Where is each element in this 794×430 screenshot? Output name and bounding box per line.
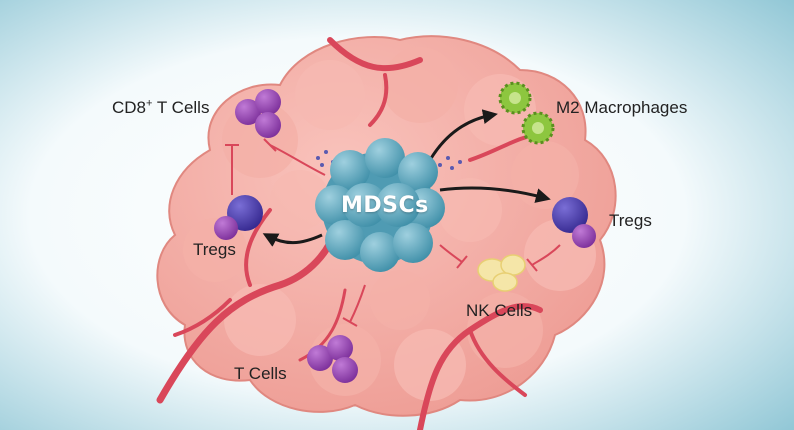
m2-macrophages	[498, 81, 555, 145]
arrow-to-m2-macrophages	[428, 109, 498, 161]
tregs-right-label: Tregs	[609, 211, 652, 230]
cd8-superscript: +	[146, 97, 153, 110]
arrow-to-tregs-right	[439, 186, 551, 203]
t-cells-label: T Cells	[234, 364, 287, 383]
m2-macrophages-label: M2 Macrophages	[556, 98, 688, 117]
cd8-t-cells-label: CD8+ T Cells	[112, 98, 209, 118]
cd8-t-cells	[235, 89, 281, 138]
activation-arrows	[262, 109, 551, 247]
inhibit-cd8-from-mdsc	[269, 144, 326, 176]
cd8-suffix: T Cells	[152, 98, 210, 117]
tregs-right-cells	[552, 197, 596, 248]
inhibition-lines	[225, 138, 561, 327]
mdscs-label: MDSCs	[341, 193, 429, 218]
mdsc-cluster	[315, 138, 445, 272]
inhibit-nk-from-tregs	[531, 244, 561, 266]
t-cells	[307, 335, 358, 383]
inhibit-nk-from-mdsc	[439, 244, 463, 263]
arrow-to-tregs-left	[262, 233, 323, 247]
tregs-left-label: Tregs	[193, 240, 236, 259]
cd8-prefix: CD8	[112, 98, 147, 117]
tregs-left-cells	[214, 195, 263, 240]
inhibit-tcells-from-mdsc	[349, 284, 366, 323]
nk-cells	[477, 254, 526, 292]
nk-cells-label: NK Cells	[466, 301, 533, 320]
